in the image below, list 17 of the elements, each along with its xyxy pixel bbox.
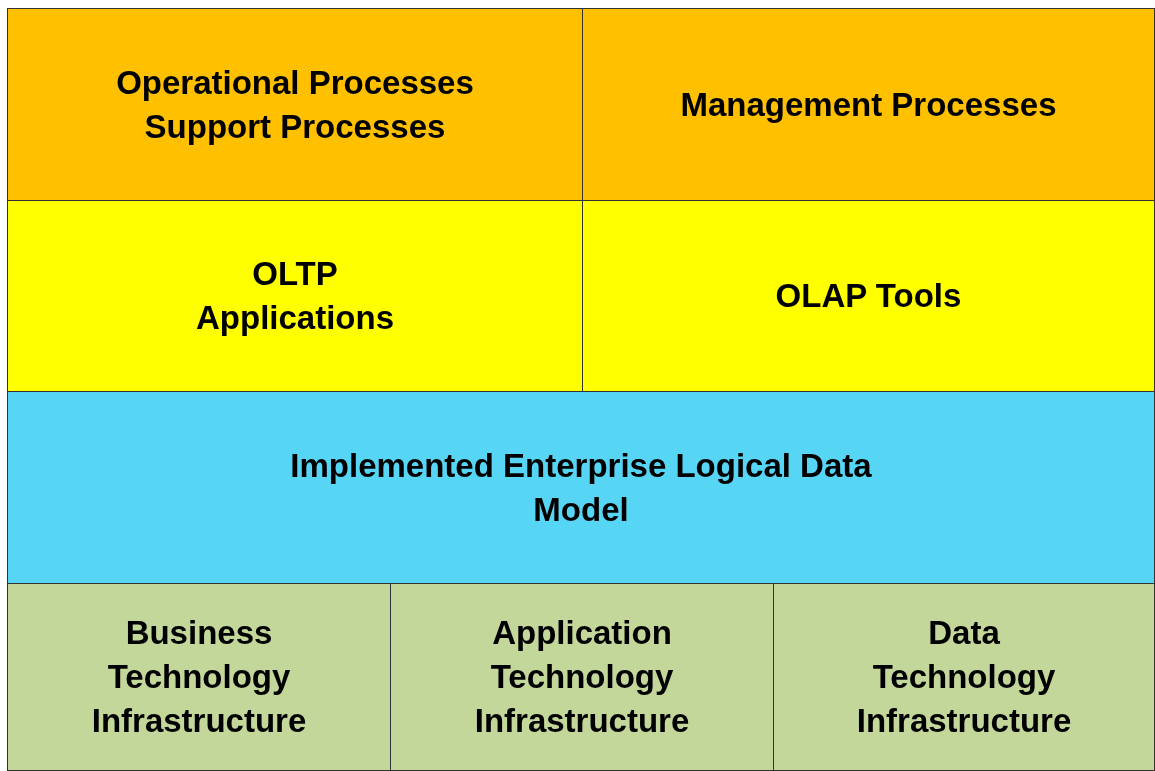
layer-box: [390, 583, 774, 771]
layer-box: [773, 583, 1155, 771]
layer-label: Management Processes: [680, 84, 1057, 125]
layer-label: OLAP Tools: [775, 276, 962, 316]
layer-label: Application Technology Infrastructure: [473, 613, 691, 741]
layer-box: [582, 200, 1155, 392]
layer-box: [7, 583, 391, 771]
layer-label: Operational Processes: [116, 62, 474, 103]
layer-label: OLTP Applications: [195, 254, 395, 338]
layer-box: [582, 8, 1155, 201]
layer-box: [7, 8, 583, 201]
layer-label: Business Technology Infrastructure: [90, 613, 308, 741]
layer-label: Support Processes: [144, 106, 446, 147]
layer-label: Implemented Enterprise Logical Data Model: [289, 445, 873, 530]
layer-box: [7, 200, 583, 392]
layer-box: [7, 391, 1155, 584]
layer-label: Data Technology Infrastructure: [855, 613, 1073, 741]
